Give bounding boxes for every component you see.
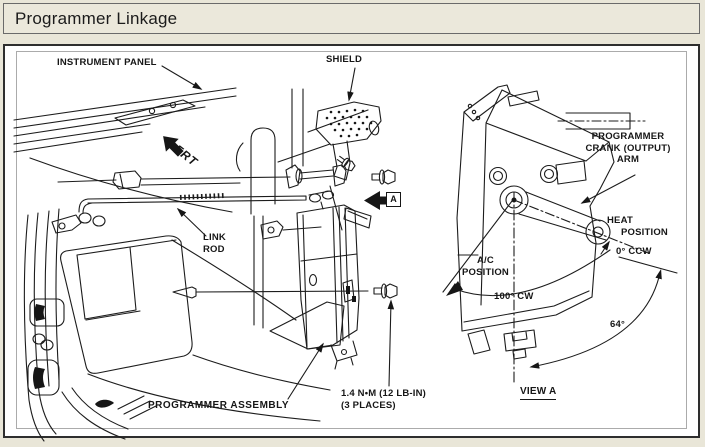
- label-shield: SHIELD: [326, 54, 363, 65]
- label-view-a-caption: VIEW A: [520, 386, 557, 400]
- label-ac-line2: POSITION: [462, 267, 509, 278]
- label-programmer-assembly: PROGRAMMER ASSEMBLY: [148, 400, 289, 411]
- detail-ref-a-box: A: [386, 192, 401, 207]
- label-ac-position: A/C POSITION: [462, 255, 509, 279]
- label-crank-line1: PROGRAMMER: [591, 131, 665, 142]
- label-torque-line1: 1.4 N•M (12 LB-IN): [341, 388, 427, 399]
- label-heat-position: HEAT POSITION: [607, 215, 668, 238]
- label-link-rod: LINK ROD: [203, 232, 226, 256]
- label-heat-line1: HEAT: [607, 215, 633, 226]
- label-programmer-crank-arm: PROGRAMMER CRANK (OUTPUT) ARM: [582, 131, 674, 166]
- label-100-cw: 100° CW: [494, 291, 534, 302]
- label-link-rod-line2: ROD: [203, 244, 225, 255]
- header-bar: Programmer Linkage: [3, 3, 700, 34]
- page-title: Programmer Linkage: [15, 8, 178, 28]
- label-0-ccw: 0° CCW: [616, 246, 652, 257]
- label-torque-note: 1.4 N•M (12 LB-IN) (3 PLACES): [341, 388, 426, 412]
- label-link-rod-line1: LINK: [203, 232, 226, 243]
- label-64-degrees: 64°: [610, 319, 625, 330]
- label-instrument-panel: INSTRUMENT PANEL: [57, 57, 157, 68]
- label-ac-line1: A/C: [477, 255, 494, 266]
- diagram-image-frame: [16, 51, 687, 429]
- label-crank-line2: CRANK (OUTPUT): [585, 142, 671, 154]
- label-torque-line2: (3 PLACES): [341, 400, 396, 411]
- label-heat-line2: POSITION: [621, 226, 668, 238]
- label-crank-line3: ARM: [616, 154, 640, 165]
